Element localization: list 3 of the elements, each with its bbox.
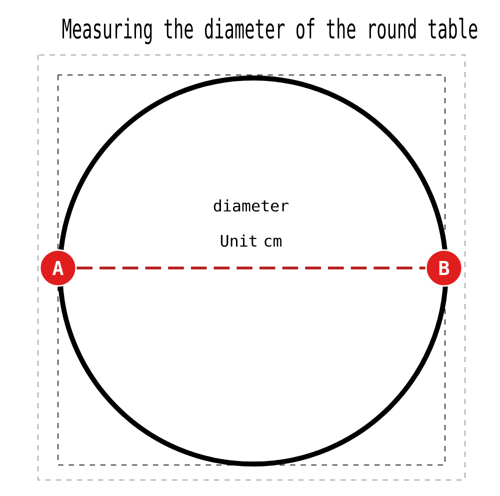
dashed-line: [76, 266, 426, 270]
edge-label: diameter Unit cm: [214, 199, 288, 247]
title: Measuring the diameter of the round table: [62, 18, 478, 44]
